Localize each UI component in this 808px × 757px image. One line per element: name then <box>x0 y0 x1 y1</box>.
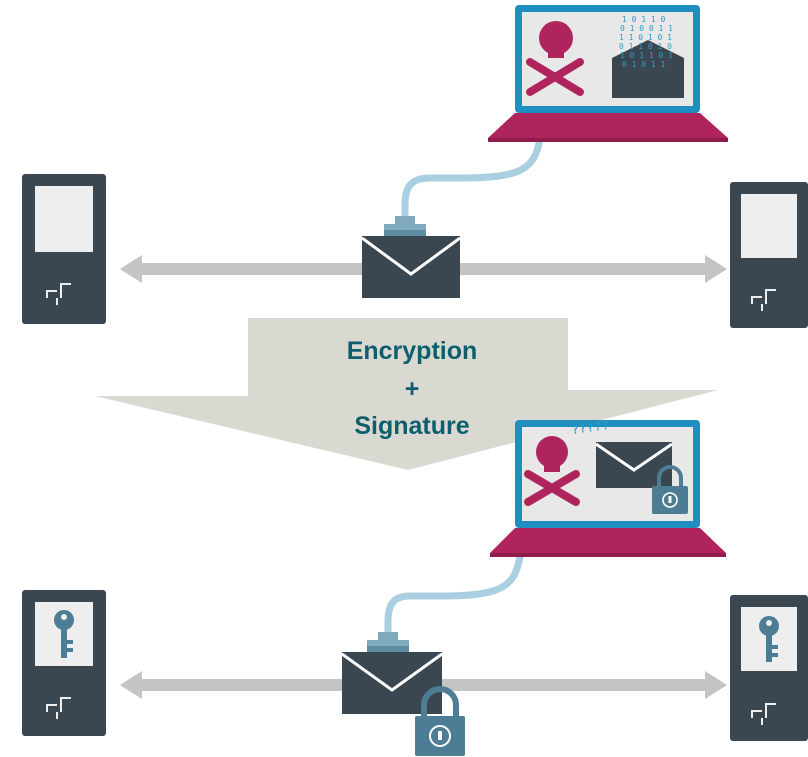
svg-text:0 1 0 0 1 1: 0 1 0 0 1 1 <box>620 24 673 33</box>
opened-envelope-icon <box>612 40 684 98</box>
padlock-icon-bottom <box>415 686 465 756</box>
sender-phone-top <box>22 174 106 324</box>
transition-label-signature: Signature <box>354 412 470 440</box>
key-icon <box>759 616 779 662</box>
svg-text:1 0 1 1 0 1: 1 0 1 1 0 1 <box>620 51 673 60</box>
cable-connector-bottom <box>367 632 409 652</box>
phone-keypad-icon <box>46 283 71 305</box>
tap-cable-top <box>401 134 544 222</box>
transition-arrow <box>95 318 718 470</box>
envelope-icon-top <box>361 236 461 298</box>
padlock-icon-laptop <box>652 465 688 514</box>
key-icon <box>54 610 74 658</box>
svg-text:1 0 1 1 0: 1 0 1 1 0 <box>622 15 666 24</box>
svg-text:0 1 0 1 1: 0 1 0 1 1 <box>622 60 666 69</box>
phone-keypad-icon <box>751 703 776 725</box>
skull-crossbones-icon <box>526 21 584 96</box>
receiver-phone-top <box>730 182 808 328</box>
transition-label-plus: + <box>404 375 420 403</box>
receiver-phone-bottom <box>730 595 808 741</box>
cable-connector-top <box>384 216 426 236</box>
svg-text:0 1 1 0 1 0: 0 1 1 0 1 0 <box>619 42 672 51</box>
transition-label-encryption: Encryption <box>346 337 478 365</box>
phone-keypad-icon <box>46 697 71 719</box>
sender-phone-bottom <box>22 590 106 736</box>
tap-cable-bottom <box>384 552 524 638</box>
eavesdropper-laptop-top: 1 0 1 1 0 0 1 0 0 1 1 1 1 0 1 0 1 0 1 1 … <box>488 5 728 142</box>
binary-data-icon: 1 0 1 1 0 0 1 0 0 1 1 1 1 0 1 0 1 0 1 1 … <box>619 15 673 69</box>
svg-text:1 1 0 1 0 1: 1 1 0 1 0 1 <box>619 33 672 42</box>
skull-crossbones-icon <box>524 436 580 506</box>
eavesdropper-laptop-bottom <box>490 420 726 557</box>
phone-keypad-icon <box>751 289 776 311</box>
